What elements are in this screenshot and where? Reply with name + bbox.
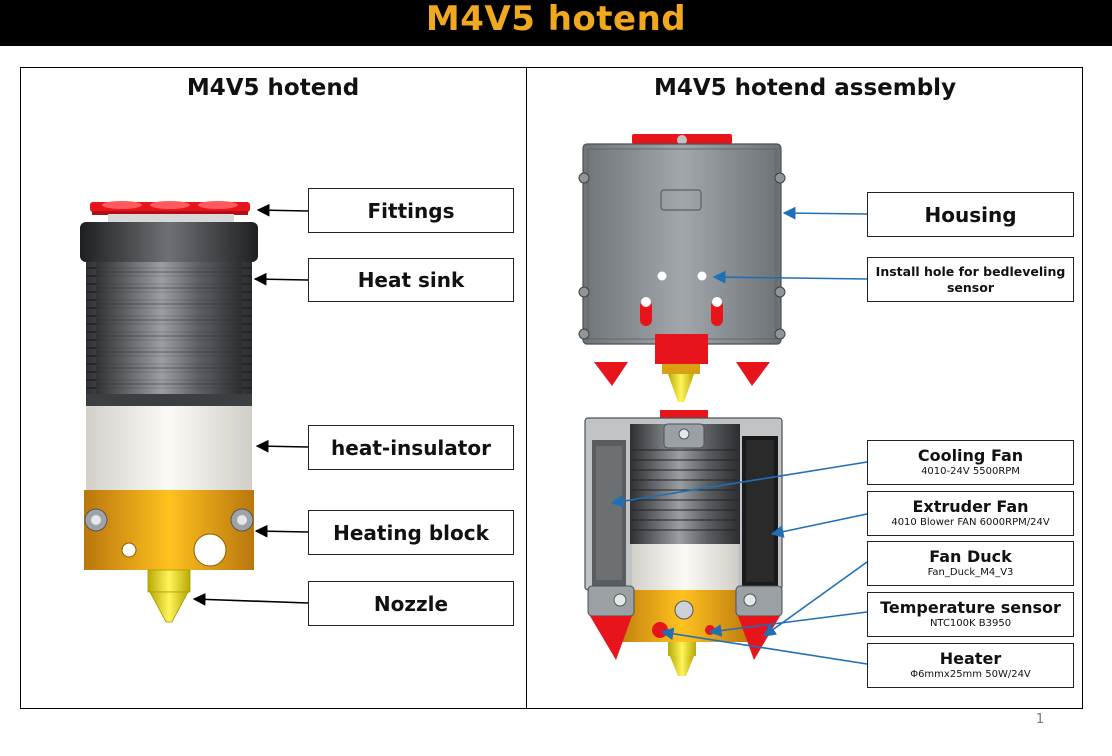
page-number: 1 [1035, 712, 1045, 727]
right-callout-arrows [610, 206, 868, 665]
content-frame [20, 67, 1083, 709]
nozzle-label: Nozzle [373, 591, 449, 616]
temperature-sensor-detail: NTC100K B3950 [929, 618, 1012, 629]
extruder-fan-label: Extruder Fan [912, 497, 1029, 516]
callout-extruder-fan: Extruder Fan 4010 Blower FAN 6000RPM/24V [867, 491, 1074, 536]
fan-duck-detail: Fan_Duck_M4_V3 [927, 567, 1014, 578]
callout-fan-duck: Fan Duck Fan_Duck_M4_V3 [867, 541, 1074, 586]
page-title: M4V5 hotend [425, 0, 687, 39]
cooling-fan-detail: 4010-24V 5500RPM [921, 466, 1020, 477]
heat-insulator-part [86, 406, 252, 490]
fittings-part [90, 201, 250, 222]
heat-sink-label: Heat sink [357, 268, 465, 292]
callout-heat-insulator: heat-insulator [308, 425, 514, 470]
callout-install-hole: Install hole for bedleveling sensor [867, 257, 1074, 302]
cooling-fan-label: Cooling Fan [917, 446, 1024, 465]
install-hole-label: Install hole for bedleveling sensor [875, 263, 1066, 295]
callout-cooling-fan: Cooling Fan 4010-24V 5500RPM [867, 440, 1074, 485]
right-panel-title: M4V5 hotend assembly [653, 75, 957, 101]
callout-heat-sink: Heat sink [308, 258, 514, 302]
left-callout-arrows [192, 203, 309, 606]
callout-heating-block: Heating block [308, 510, 514, 555]
heat-insulator-label: heat-insulator [331, 435, 491, 460]
callout-nozzle: Nozzle [308, 581, 514, 626]
left-panel-title: M4V5 hotend [186, 75, 360, 101]
housing-label: Housing [924, 202, 1017, 227]
assembly-housing-illustration [578, 134, 786, 402]
callout-temperature-sensor: Temperature sensor NTC100K B3950 [867, 592, 1074, 637]
panel-divider [526, 67, 527, 709]
heatsink-cap [80, 222, 258, 262]
hotend-illustration [80, 201, 258, 623]
callout-housing: Housing [867, 192, 1074, 237]
nozzle-part [147, 569, 191, 623]
fan-duck-label: Fan Duck [929, 547, 1012, 566]
fittings-label: Fittings [367, 198, 455, 223]
callout-fittings: Fittings [308, 188, 514, 233]
assembly-open-illustration [584, 410, 783, 676]
extruder-fan-detail: 4010 Blower FAN 6000RPM/24V [891, 517, 1050, 528]
title-bar [0, 0, 1112, 46]
heater-label: Heater [939, 649, 1002, 668]
callout-heater: Heater Φ6mmx25mm 50W/24V [867, 643, 1074, 688]
heatsink-part [86, 262, 252, 406]
heating-block-label: Heating block [333, 520, 489, 545]
heater-detail: Φ6mmx25mm 50W/24V [910, 669, 1031, 680]
temperature-sensor-label: Temperature sensor [880, 598, 1061, 617]
heating-block-part [84, 490, 254, 570]
